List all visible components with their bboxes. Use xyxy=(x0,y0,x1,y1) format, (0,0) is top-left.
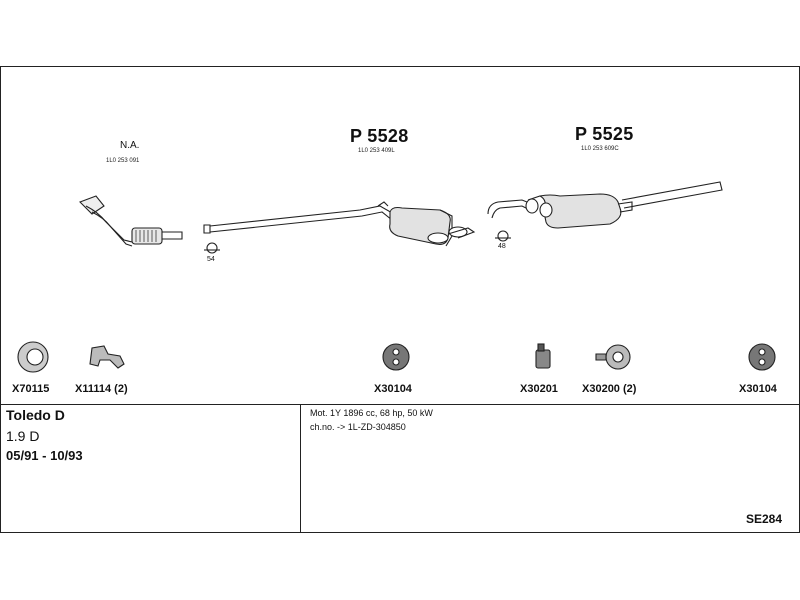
part-code: X30104 xyxy=(739,383,777,395)
ring-icon xyxy=(17,341,49,373)
chassis-spec: ch.no. -> 1L-ZD-304850 xyxy=(310,422,406,432)
table-divider xyxy=(0,404,800,405)
part-code: X70115 xyxy=(12,383,50,395)
front-pipe-part xyxy=(79,195,183,247)
rear-silencer-part-number: P 5525 xyxy=(575,124,634,144)
part-code: X30201 xyxy=(520,383,558,395)
rubber-mount-icon-2 xyxy=(748,343,776,371)
front-pipe-oe-number: 1L0 253 091 xyxy=(106,158,140,164)
middle-silencer-part xyxy=(203,201,476,247)
clamp-number: 54 xyxy=(207,256,215,263)
middle-silencer-part-number: P 5528 xyxy=(350,126,409,146)
rubber-block-icon xyxy=(535,343,551,369)
clamp-icon-54 xyxy=(204,242,220,254)
bracket-icon xyxy=(89,345,125,369)
vehicle-engine: 1.9 D xyxy=(6,428,40,444)
rubber-mount-icon-1 xyxy=(382,343,410,371)
vehicle-model: Toledo D xyxy=(6,407,65,423)
motor-spec: Mot. 1Y 1896 cc, 68 hp, 50 kW xyxy=(310,408,433,418)
clamp-number: 48 xyxy=(498,243,506,250)
clamp-icon-48 xyxy=(495,230,511,242)
part-code: X30200 (2) xyxy=(582,383,637,395)
vehicle-years: 05/91 - 10/93 xyxy=(6,448,83,463)
front-pipe-label: N.A. xyxy=(120,140,140,151)
rear-silencer-oe-number: 1L0 253 609C xyxy=(581,146,619,152)
part-code: X11114 (2) xyxy=(75,383,128,395)
part-code: X30104 xyxy=(374,383,412,395)
table-column-divider xyxy=(300,404,301,533)
system-code: SE284 xyxy=(746,512,783,526)
middle-silencer-oe-number: 1L0 253 409L xyxy=(358,148,395,154)
ring-hanger-icon xyxy=(595,344,631,370)
rear-silencer-part xyxy=(487,181,723,229)
